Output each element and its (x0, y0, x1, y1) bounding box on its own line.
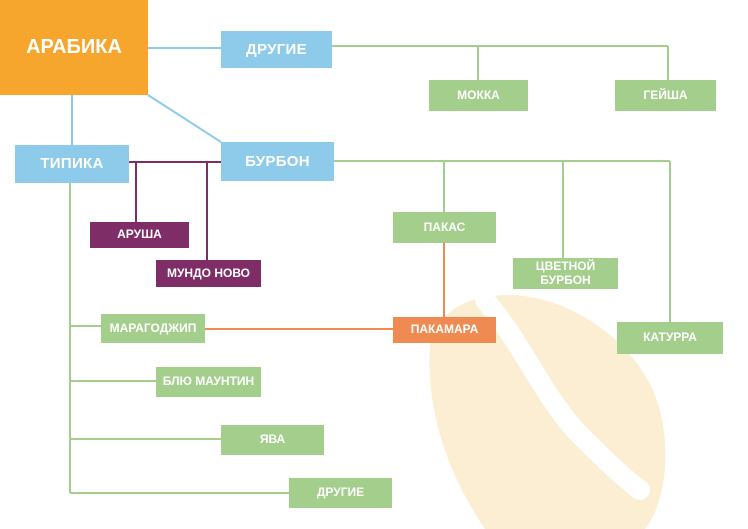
node-drugie-top: ДРУГИЕ (221, 31, 332, 68)
node-java: ЯВА (221, 425, 324, 455)
coffee-bean-groove (475, 290, 650, 500)
orange-connectors (205, 243, 445, 330)
line-arabica-burbon (147, 94, 222, 143)
node-arusha: АРУША (90, 222, 189, 248)
node-mundo-novo: МУНДО НОВО (156, 260, 261, 287)
node-blue-mountain: БЛЮ МАУНТИН (156, 367, 261, 397)
blue-connectors (71, 47, 222, 145)
node-geisha: ГЕЙША (615, 80, 716, 111)
node-tipika: ТИПИКА (15, 145, 129, 183)
node-pakamara: ПАКАМАРА (393, 317, 496, 343)
node-drugie-bottom: ДРУГИЕ (289, 478, 392, 508)
node-arabica: АРАБИКА (0, 0, 148, 95)
node-burbon: БУРБОН (221, 142, 334, 181)
green-connectors (69, 45, 671, 494)
node-cvetnoy-burbon: ЦВЕТНОЙ БУРБОН (513, 258, 618, 289)
node-pakas: ПАКАС (393, 212, 496, 243)
node-mokka: МОККА (429, 80, 528, 111)
node-maragodzhip: МАРАГОДЖИП (101, 314, 205, 343)
purple-connectors (129, 161, 221, 260)
node-katurra: КАТУРРА (617, 322, 723, 354)
